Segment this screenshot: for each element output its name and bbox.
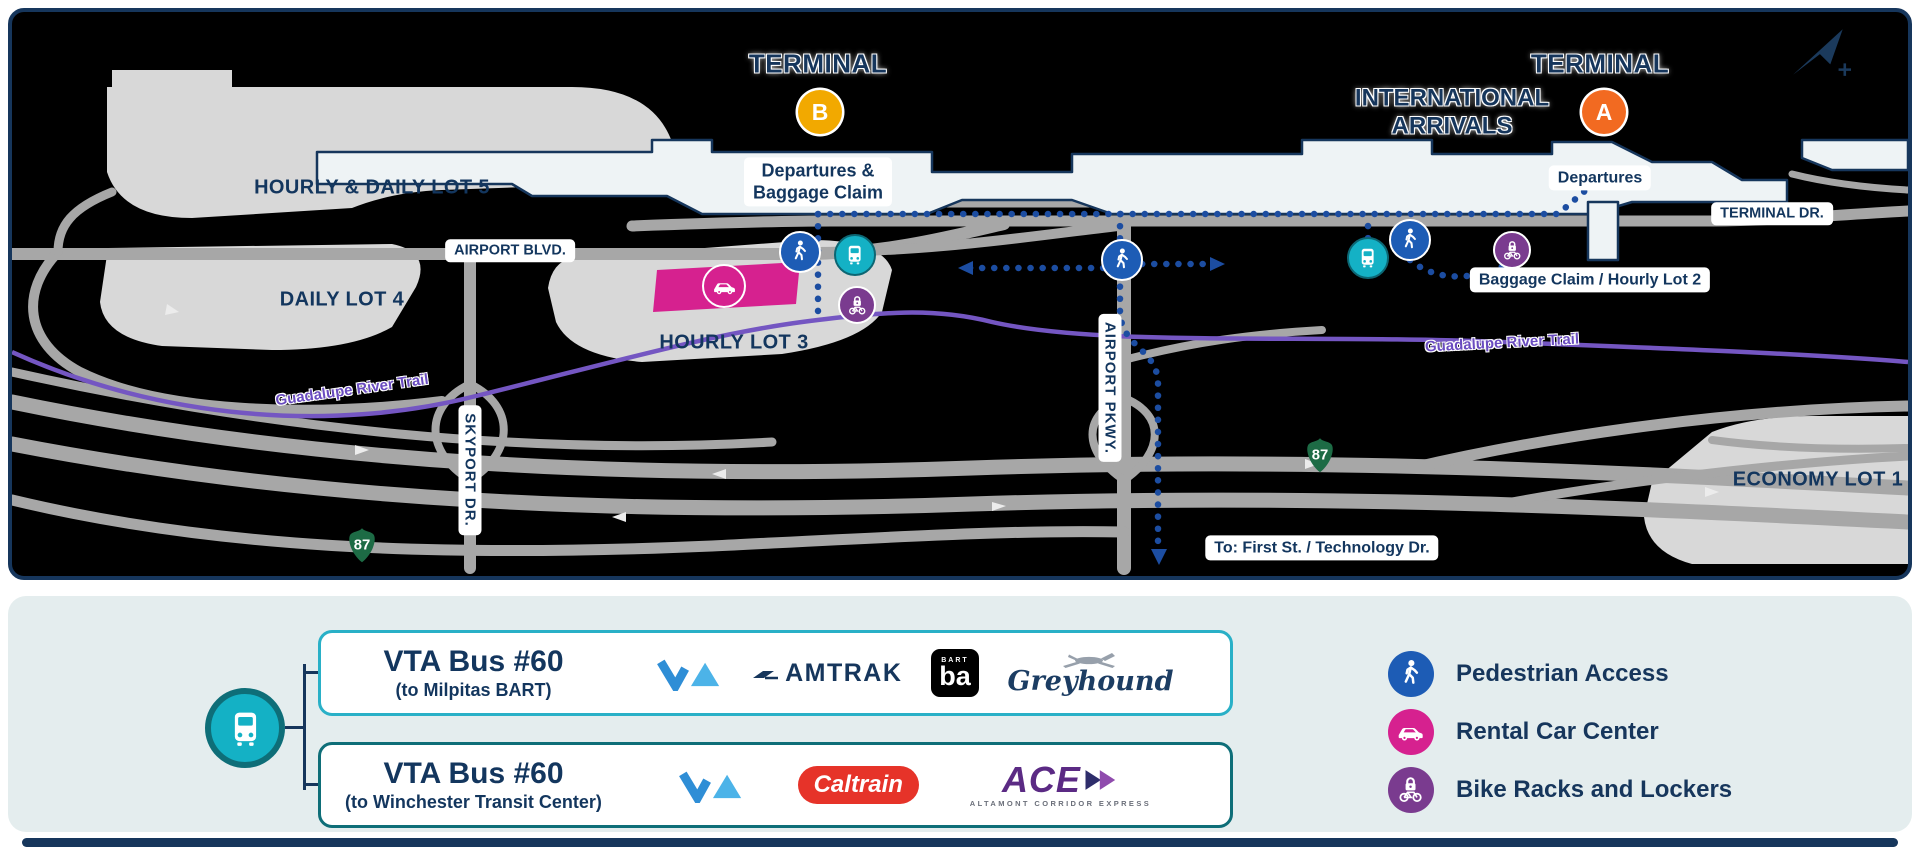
highway-87-number: 87 — [354, 538, 370, 554]
legend-item-pedestrian-access: Pedestrian Access — [1388, 651, 1669, 697]
route-title-block: VTA Bus #60 (to Milpitas BART) — [321, 645, 626, 701]
airport-map: TERMINAL B TERMINAL A INTERNATIONAL ARRI… — [8, 8, 1912, 580]
international-arrivals-label: INTERNATIONAL ARRIVALS — [1354, 84, 1550, 139]
amtrak-wordmark: AMTRAK — [785, 658, 903, 687]
vta-logo — [655, 656, 725, 691]
bus-route-card-milpitas: VTA Bus #60 (to Milpitas BART) AMTRAK BA… — [318, 630, 1233, 716]
greyhound-dog-icon — [1063, 652, 1116, 668]
connector-line — [303, 671, 318, 674]
caltrain-wordmark: Caltrain — [813, 771, 903, 798]
route-title: VTA Bus #60 — [383, 645, 564, 678]
bart-small-text: BART — [941, 656, 969, 664]
legend-item-label: Rental Car Center — [1456, 718, 1659, 745]
bart-logo: BART ba — [930, 649, 979, 697]
lot5-label: HOURLY & DAILY LOT 5 — [254, 176, 490, 199]
connector-line — [303, 783, 318, 786]
rental-car-icon — [1388, 709, 1434, 755]
greyhound-logo: Greyhound — [1007, 652, 1174, 697]
skyport-dr-label: SKYPORT DR. — [458, 405, 482, 535]
ace-arrows-icon — [1085, 770, 1116, 791]
pedestrian-icon — [1389, 219, 1431, 261]
terminal-b-label: TERMINAL — [748, 48, 888, 79]
ace-subtext: ALTAMONT CORRIDOR EXPRESS — [969, 799, 1152, 809]
airport-pkwy-label: AIRPORT PKWY. — [1098, 313, 1122, 463]
transit-legend-panel: VTA Bus #60 (to Milpitas BART) AMTRAK BA… — [8, 596, 1912, 832]
vta-logo — [677, 768, 747, 803]
bus-stop-icon — [834, 234, 876, 276]
departures-label: Departures — [1548, 165, 1652, 191]
bart-wordmark: ba — [939, 660, 971, 691]
to-first-st-label: To: First St. / Technology Dr. — [1205, 535, 1439, 561]
highway-87-number: 87 — [1312, 448, 1328, 464]
connector-line — [285, 726, 303, 729]
lot1-label: ECONOMY LOT 1 — [1732, 468, 1904, 491]
legend-item-label: Bike Racks and Lockers — [1456, 776, 1733, 803]
route-subtitle: (to Winchester Transit Center) — [345, 792, 602, 812]
bus-stop-icon — [1347, 237, 1389, 279]
legend-item-bike-racks: Bike Racks and Lockers — [1388, 767, 1732, 813]
terminal-a-marker: A — [1582, 90, 1626, 134]
bike-lock-icon — [838, 286, 876, 324]
bike-lock-icon — [1493, 231, 1531, 269]
pedestrian-icon — [1388, 651, 1434, 697]
route-title-block: VTA Bus #60 (to Winchester Transit Cente… — [321, 757, 626, 813]
bike-lock-icon — [1388, 767, 1434, 813]
amtrak-logo: AMTRAK — [753, 659, 902, 688]
departures-baggage-claim-label: Departures & Baggage Claim — [743, 157, 893, 207]
baggage-claim-lot2-label: Baggage Claim / Hourly Lot 2 — [1469, 267, 1711, 293]
north-arrow-icon — [1793, 29, 1851, 76]
ace-wordmark: ACE — [1001, 759, 1081, 801]
legend-item-label: Pedestrian Access — [1456, 660, 1669, 687]
caltrain-logo: Caltrain — [797, 766, 919, 804]
bottom-border-bar — [22, 838, 1898, 847]
greyhound-wordmark: Greyhound — [1007, 665, 1174, 697]
highway-87-shield: 87 — [349, 528, 375, 563]
lot3-label: HOURLY LOT 3 — [659, 331, 809, 354]
lot4-label: DAILY LOT 4 — [279, 288, 405, 311]
route-title: VTA Bus #60 — [383, 757, 564, 790]
terminal-b-letter: B — [811, 98, 829, 125]
route-subtitle: (to Milpitas BART) — [395, 680, 552, 700]
operator-logos: AMTRAK BART ba Greyhound — [626, 649, 1230, 697]
pedestrian-icon — [1101, 239, 1143, 281]
ace-logo: ACE ALTAMONT CORRIDOR EXPRESS — [970, 762, 1151, 808]
terminal-b-marker: B — [798, 90, 842, 134]
rental-car-icon — [702, 264, 746, 308]
highway-87-shield: 87 — [1307, 438, 1333, 473]
connector-line — [303, 664, 306, 790]
airport-blvd-label: AIRPORT BLVD. — [445, 239, 575, 263]
legend-item-rental-car-center: Rental Car Center — [1388, 709, 1659, 755]
terminal-a-label: TERMINAL — [1530, 48, 1670, 79]
bus-route-card-winchester: VTA Bus #60 (to Winchester Transit Cente… — [318, 742, 1233, 828]
operator-logos: Caltrain ACE ALTAMONT CORRIDOR EXPRESS — [626, 762, 1230, 808]
vta-bus-icon — [205, 688, 285, 768]
pedestrian-icon — [779, 231, 821, 273]
terminal-a-letter: A — [1595, 98, 1613, 125]
terminal-dr-label: TERMINAL DR. — [1711, 202, 1833, 226]
